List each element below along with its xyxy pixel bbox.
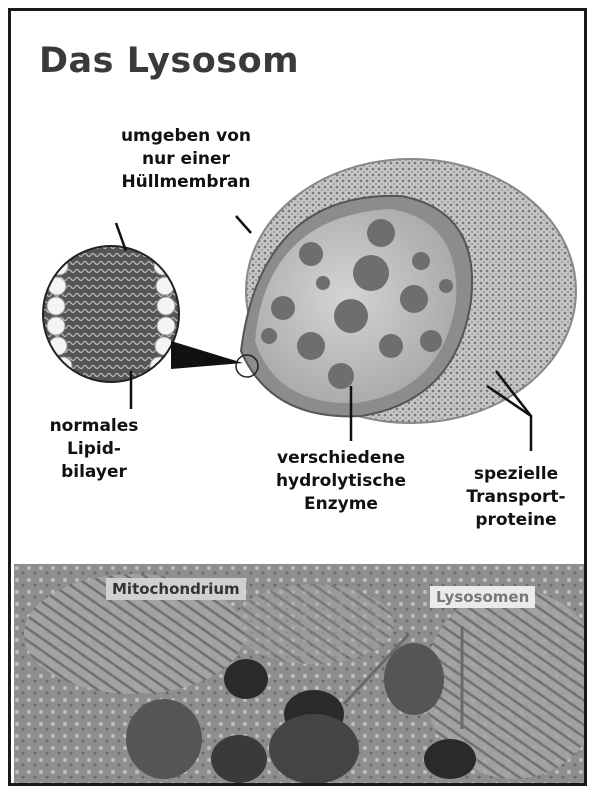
transport-proteins-label: spezielle Transport- proteine <box>446 463 586 532</box>
diagram-title: Das Lysosom <box>39 41 299 81</box>
lysosomes-label: Lysosomen <box>430 586 535 608</box>
electron-micrograph: Mitochondrium Lysosomen <box>14 564 587 786</box>
enzymes-label: verschiedene hydrolytische Enzyme <box>246 447 436 516</box>
zoom-wedge <box>171 341 243 369</box>
membrane-label: umgeben von nur einer Hüllmembran <box>96 125 276 194</box>
mitochondrion-label: Mitochondrium <box>106 578 246 600</box>
lipid-bilayer-zoom <box>41 244 181 384</box>
bilayer-label: normales Lipid- bilayer <box>29 415 159 484</box>
figure-frame: Das Lysosom umgeben von nur einer Hüllme… <box>8 8 587 786</box>
